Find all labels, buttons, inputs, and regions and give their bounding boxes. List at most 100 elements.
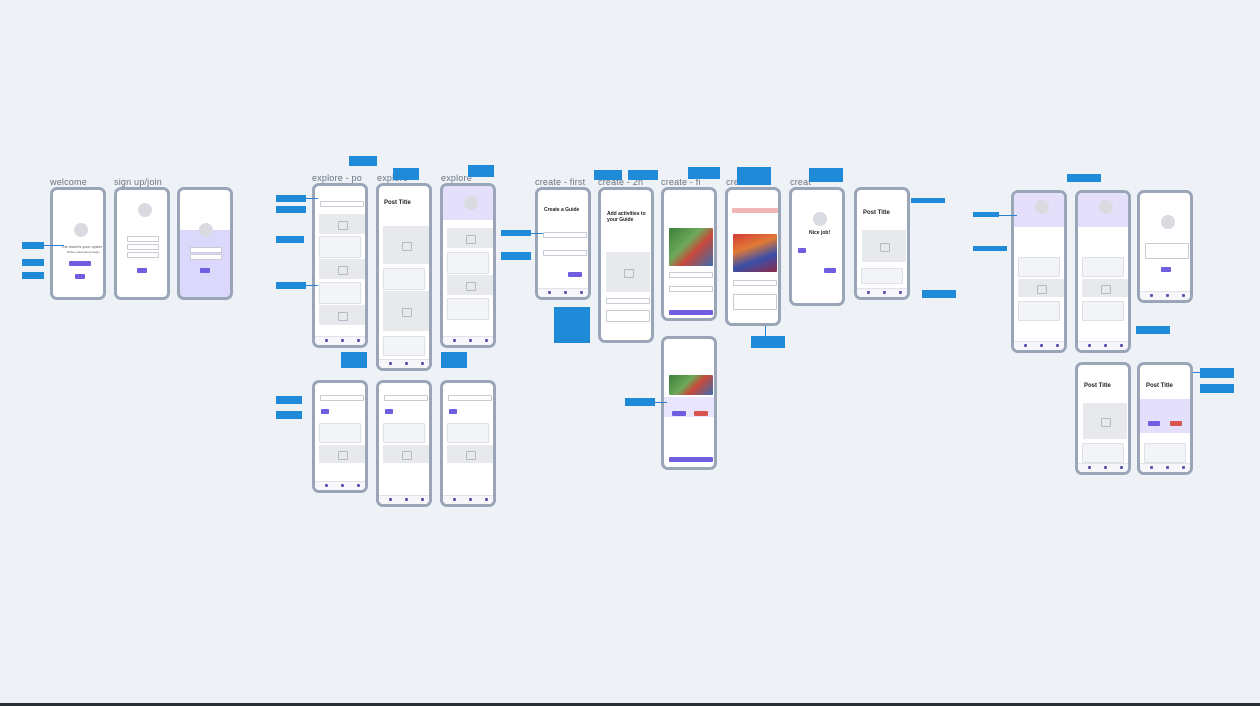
activity-card[interactable] — [1082, 443, 1124, 463]
bio-field[interactable] — [1145, 243, 1189, 259]
guide-card[interactable] — [447, 252, 489, 274]
screen-explore-profile[interactable] — [440, 183, 496, 348]
search-input[interactable] — [320, 201, 364, 207]
bottom-nav[interactable] — [379, 359, 429, 368]
confirm-button[interactable] — [1148, 421, 1160, 426]
password-field[interactable] — [127, 244, 159, 250]
bottom-nav[interactable] — [1014, 341, 1064, 350]
screen-my-post[interactable]: Post Title — [1075, 362, 1131, 475]
screen-nice-job[interactable]: Nice job! — [789, 187, 845, 306]
join-button[interactable] — [137, 268, 147, 273]
filter-chip[interactable] — [321, 409, 329, 414]
add-activity-button[interactable] — [669, 457, 713, 462]
feed-card[interactable] — [319, 282, 361, 304]
guide-name-field[interactable] — [543, 232, 587, 238]
screen-add-activities[interactable]: Add activities to your Guide — [598, 187, 654, 343]
bottom-nav[interactable] — [1140, 291, 1190, 300]
search-input[interactable] — [384, 395, 428, 401]
login-button[interactable] — [200, 268, 210, 273]
screen-profile-saved[interactable] — [1075, 190, 1131, 353]
activity-card[interactable] — [383, 336, 425, 356]
screen-welcome[interactable]: The world's your oyster Where adventures… — [50, 187, 106, 300]
filter-chip[interactable] — [385, 409, 393, 414]
bottom-nav[interactable] — [1140, 463, 1190, 472]
screen-explore-filter[interactable] — [312, 380, 368, 493]
screen-profile[interactable] — [1011, 190, 1067, 353]
activity-card[interactable] — [383, 268, 425, 290]
activity-field[interactable] — [669, 272, 713, 278]
screen-create-activity[interactable] — [661, 187, 717, 321]
description-field[interactable] — [606, 310, 650, 322]
tag-field[interactable] — [669, 286, 713, 292]
screen-explore-results[interactable] — [440, 380, 496, 507]
annotation-note — [554, 307, 590, 343]
email-field[interactable] — [127, 236, 159, 242]
bottom-nav[interactable] — [1078, 341, 1128, 350]
feed-card[interactable] — [383, 423, 425, 443]
guide-card[interactable] — [1018, 301, 1060, 321]
screen-create-guide[interactable]: Create a Guide — [535, 187, 591, 300]
bottom-nav[interactable] — [443, 495, 493, 504]
feed-card[interactable] — [447, 423, 489, 443]
connector-line — [306, 285, 318, 286]
screen-guide-post[interactable]: Post Title — [854, 187, 910, 300]
guide-card[interactable] — [1082, 301, 1124, 321]
screen-login[interactable] — [177, 187, 233, 300]
delete-button[interactable] — [1170, 421, 1182, 426]
activity-field[interactable] — [606, 298, 650, 304]
search-input[interactable] — [448, 395, 492, 401]
username-field[interactable] — [190, 247, 222, 253]
annotation-note — [625, 398, 655, 406]
next-button[interactable] — [568, 272, 582, 277]
annotation-note — [1200, 368, 1234, 378]
save-button[interactable] — [1161, 267, 1171, 272]
avatar — [1161, 215, 1175, 229]
confirm-button[interactable] — [672, 411, 686, 416]
login-button[interactable] — [75, 274, 85, 279]
get-started-button[interactable] — [69, 261, 91, 266]
filter-chip[interactable] — [449, 409, 457, 414]
annotation-note — [501, 252, 531, 260]
connector-line — [655, 402, 667, 403]
password-field[interactable] — [190, 254, 222, 260]
bottom-nav[interactable] — [315, 336, 365, 345]
screen-delete-post[interactable]: Post Title — [1137, 362, 1193, 475]
bottom-nav[interactable] — [538, 288, 588, 297]
screen-create-confirm[interactable] — [661, 336, 717, 470]
bottom-nav[interactable] — [315, 481, 365, 490]
activity-card[interactable] — [861, 268, 903, 284]
cancel-button[interactable] — [694, 411, 708, 416]
image-placeholder — [383, 445, 429, 463]
image-placeholder — [319, 214, 365, 234]
search-input[interactable] — [320, 395, 364, 401]
screen-edit-profile[interactable] — [1137, 190, 1193, 303]
image-placeholder — [1083, 403, 1127, 439]
success-icon — [813, 212, 827, 226]
feed-card[interactable] — [319, 236, 361, 258]
activity-photo — [733, 234, 777, 272]
bottom-nav[interactable] — [857, 288, 907, 297]
bottom-nav[interactable] — [379, 495, 429, 504]
location-field[interactable] — [543, 250, 587, 256]
annotation-note — [501, 230, 531, 236]
guide-card[interactable] — [447, 298, 489, 320]
activity-field[interactable] — [733, 280, 777, 286]
feed-card[interactable] — [319, 423, 361, 443]
description-field[interactable] — [733, 294, 777, 310]
confirm-field[interactable] — [127, 252, 159, 258]
delete-dialog[interactable] — [1140, 399, 1190, 433]
bottom-nav[interactable] — [1078, 463, 1128, 472]
guide-card[interactable] — [1018, 257, 1060, 277]
guide-card[interactable] — [1082, 257, 1124, 277]
bottom-nav[interactable] — [443, 336, 493, 345]
screen-signup[interactable] — [114, 187, 170, 300]
screen-explore-search[interactable] — [376, 380, 432, 507]
screen-explore-post[interactable]: Post Title — [376, 183, 432, 371]
screen-create-edit[interactable] — [725, 187, 781, 326]
activity-card[interactable] — [1144, 443, 1186, 463]
screen-explore-feed[interactable] — [312, 183, 368, 348]
add-activity-button[interactable] — [669, 310, 713, 315]
tag-chip[interactable] — [798, 248, 806, 253]
publish-button[interactable] — [824, 268, 836, 273]
